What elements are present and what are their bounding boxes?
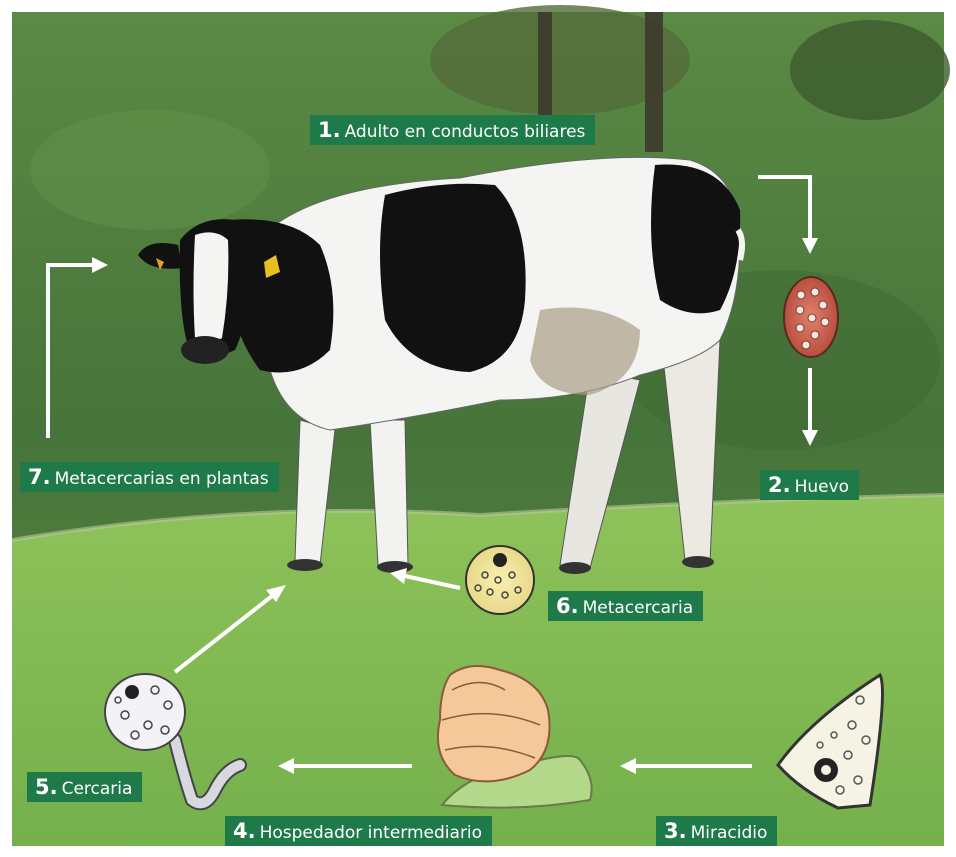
metacercaria-icon xyxy=(466,546,534,614)
egg-icon xyxy=(784,277,838,357)
stage-1-number: 1. xyxy=(318,118,341,142)
stage-5-number: 5. xyxy=(35,775,58,799)
stage-3-number: 3. xyxy=(664,819,687,843)
stage-7-number: 7. xyxy=(28,465,51,489)
stage-5-label: 5.Cercaria xyxy=(27,772,142,802)
stage-4-label: 4.Hospedador intermediario xyxy=(225,816,492,846)
stage-5-text: Cercaria xyxy=(62,779,133,799)
stage-3-text: Miracidio xyxy=(691,823,768,843)
stage-4-text: Hospedador intermediario xyxy=(260,823,482,843)
stage-6-label: 6.Metacercaria xyxy=(548,591,703,621)
stage-2-text: Huevo xyxy=(795,477,849,497)
stage-6-text: Metacercaria xyxy=(583,598,694,618)
stage-1-label: 1.Adulto en conductos biliares xyxy=(310,115,595,145)
stage-6-number: 6. xyxy=(556,594,579,618)
stage-7-text: Metacercarias en plantas xyxy=(55,469,269,489)
stage-3-label: 3.Miracidio xyxy=(656,816,777,846)
stage-1-text: Adulto en conductos biliares xyxy=(345,122,586,142)
stage-4-number: 4. xyxy=(233,819,256,843)
stage-2-number: 2. xyxy=(768,473,791,497)
stage-7-label: 7.Metacercarias en plantas xyxy=(20,462,279,492)
stage-2-label: 2.Huevo xyxy=(760,470,859,500)
